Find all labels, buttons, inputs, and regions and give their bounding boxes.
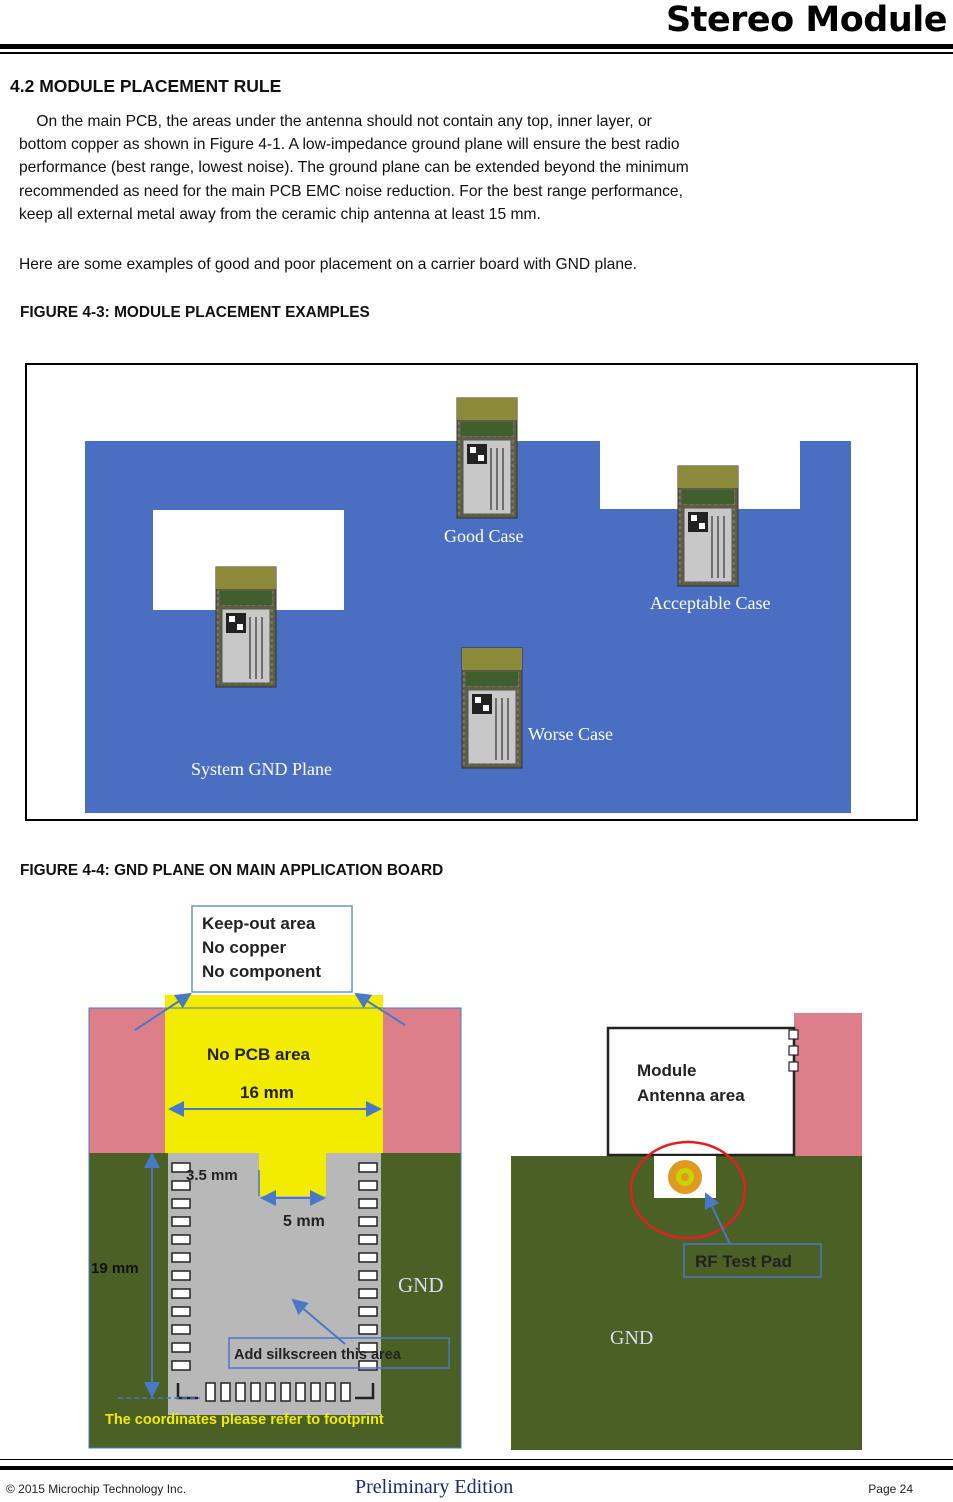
label-rf-test-pad: RF Test Pad	[695, 1252, 792, 1271]
keepout-box	[191, 905, 353, 993]
module-left-cutout	[215, 566, 277, 688]
label-footprint-note: The coordinates please refer to footprin…	[105, 1412, 384, 1428]
figure-4-3-frame	[25, 363, 918, 821]
intro-paragraph: On the main PCB, the areas under the ant…	[19, 110, 919, 226]
header-rule-thin	[0, 52, 953, 54]
header-rule-thick	[0, 44, 953, 49]
label-good-case: Good Case	[444, 526, 524, 546]
paragraph-line: bottom copper as shown in Figure 4-1. A …	[19, 136, 680, 154]
no-pcb-yellow-area	[165, 995, 383, 1196]
antenna-line-1: Module	[637, 1061, 697, 1080]
figure-4-4-caption: FIGURE 4-4: GND PLANE ON MAIN APPLICATIO…	[20, 862, 444, 879]
module-antenna-box	[606, 1026, 796, 1157]
paragraph-line: On the main PCB, the areas under the ant…	[19, 113, 652, 130]
figure-4-3-caption: FIGURE 4-3: MODULE PLACEMENT EXAMPLES	[20, 304, 370, 321]
keepout-line-2: No copper	[202, 938, 286, 957]
paragraph-line: keep all external metal away from the ce…	[19, 205, 541, 223]
footer-rule-thin	[0, 1459, 953, 1460]
label-system-gnd-plane: System GND Plane	[191, 759, 332, 779]
module-acceptable-case	[677, 465, 739, 587]
footer-copyright: © 2015 Microchip Technology Inc.	[6, 1482, 187, 1496]
keepout-line-1: Keep-out area	[202, 914, 316, 933]
pink-side-right-board	[794, 1013, 862, 1156]
label-5mm: 5 mm	[283, 1213, 325, 1230]
footer-edition: Preliminary Edition	[355, 1476, 514, 1498]
module-good-case	[456, 397, 518, 519]
green-gnd-right-board	[511, 1156, 862, 1450]
label-acceptable-case: Acceptable Case	[650, 593, 770, 613]
label-19mm: 19 mm	[91, 1260, 139, 1277]
antenna-line-2: Antenna area	[637, 1086, 745, 1105]
footer-rule-thick	[0, 1466, 953, 1470]
module-pads	[171, 1162, 378, 1402]
label-gnd-left: GND	[398, 1273, 444, 1297]
label-no-pcb-area: No PCB area	[207, 1045, 311, 1064]
label-silkscreen: Add silkscreen this area	[234, 1347, 402, 1363]
label-3-5mm: 3.5 mm	[186, 1167, 238, 1184]
figure-4-3-diagram: Good Case Acceptable Case Worse Case Sys…	[85, 397, 851, 813]
module-worse-case	[461, 647, 523, 769]
rf-highlight-circle	[629, 1140, 747, 1240]
pink-side-left	[89, 1008, 165, 1153]
footer-page-number: Page 24	[868, 1482, 913, 1496]
label-worse-case: Worse Case	[528, 724, 613, 744]
section-heading: 4.2 MODULE PLACEMENT RULE	[10, 76, 282, 96]
page-header-title: Stereo Module	[666, 0, 948, 40]
keepout-line-3: No component	[202, 962, 321, 981]
paragraph-line: performance (best range, lowest noise). …	[19, 159, 689, 177]
paragraph-line: recommended as need for the main PCB EMC…	[19, 182, 683, 200]
label-gnd-right: GND	[610, 1327, 653, 1349]
rf-test-pad-box	[683, 1243, 822, 1278]
figure-4-4-diagram: Keep-out area No copper No component No …	[88, 905, 862, 1450]
pink-side-right	[383, 1008, 461, 1153]
examples-paragraph: Here are some examples of good and poor …	[19, 256, 638, 273]
label-16mm: 16 mm	[240, 1083, 294, 1102]
